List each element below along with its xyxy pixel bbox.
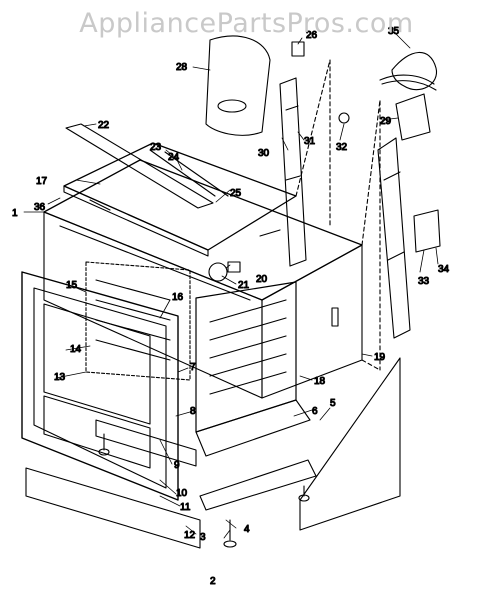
callout-label: 34 <box>438 264 450 275</box>
watermark-logo: AppliancePartsPros.com <box>79 8 414 39</box>
bottom-rails <box>25 399 317 549</box>
callout-label: 15 <box>66 280 78 291</box>
callout-label: 35 <box>388 26 400 37</box>
callout-label: 6 <box>312 406 318 417</box>
back-panel-slot <box>331 307 339 327</box>
callout-label: 7 <box>190 362 196 373</box>
oven-cavity <box>85 261 191 381</box>
callout-label: 31 <box>304 136 316 147</box>
callout-label: 21 <box>238 280 250 291</box>
latch-bracket <box>413 209 441 253</box>
heat-shield-cutout <box>217 99 247 113</box>
rear-vent-cover <box>395 93 431 141</box>
callout-labels: 1 2 3 4 5 6 7 8 9 10 11 12 13 14 15 16 1… <box>11 25 450 587</box>
leader-lines <box>23 33 439 539</box>
front-frame <box>21 271 179 501</box>
callout-label: 3 <box>200 532 206 543</box>
callout-label: 5 <box>330 398 336 409</box>
back-panel <box>295 59 381 371</box>
callout-label: 13 <box>54 372 66 383</box>
wiring-harness <box>379 51 437 91</box>
callout-label: 2 <box>210 576 216 587</box>
callout-label: 22 <box>98 120 110 131</box>
callout-label: 24 <box>168 152 180 163</box>
heat-shield <box>205 35 271 136</box>
leveling-legs <box>98 433 310 548</box>
side-bracket-left <box>279 77 307 267</box>
callout-label: 26 <box>306 30 318 41</box>
callout-label: 29 <box>380 116 392 127</box>
callout-label: 25 <box>230 188 242 199</box>
callout-label: 16 <box>172 292 184 303</box>
grommet <box>338 112 350 124</box>
light-assembly <box>208 261 241 282</box>
callout-label: 17 <box>36 176 48 187</box>
bracket-26 <box>291 41 305 57</box>
door-liner <box>195 281 297 433</box>
callout-label: 4 <box>244 524 250 535</box>
callout-label: 1 <box>12 208 18 219</box>
callout-label: 36 <box>34 202 46 213</box>
callout-label: 28 <box>176 62 188 73</box>
callout-label: 9 <box>174 460 180 471</box>
side-bracket-right <box>377 137 411 339</box>
callout-label: 23 <box>150 142 162 153</box>
callout-label: 20 <box>256 274 268 285</box>
oven-cabinet <box>43 159 363 399</box>
callout-label: 33 <box>418 276 430 287</box>
callout-label: 30 <box>258 148 270 159</box>
callout-label: 19 <box>374 352 386 363</box>
callout-label: 12 <box>184 530 196 541</box>
callout-label: 18 <box>314 376 326 387</box>
callout-label: 32 <box>336 142 348 153</box>
callout-label: 14 <box>70 344 82 355</box>
callout-label: 10 <box>176 488 188 499</box>
side-panel-bottom <box>299 357 401 531</box>
callout-label: 11 <box>180 502 191 513</box>
callout-label: 8 <box>190 406 196 417</box>
